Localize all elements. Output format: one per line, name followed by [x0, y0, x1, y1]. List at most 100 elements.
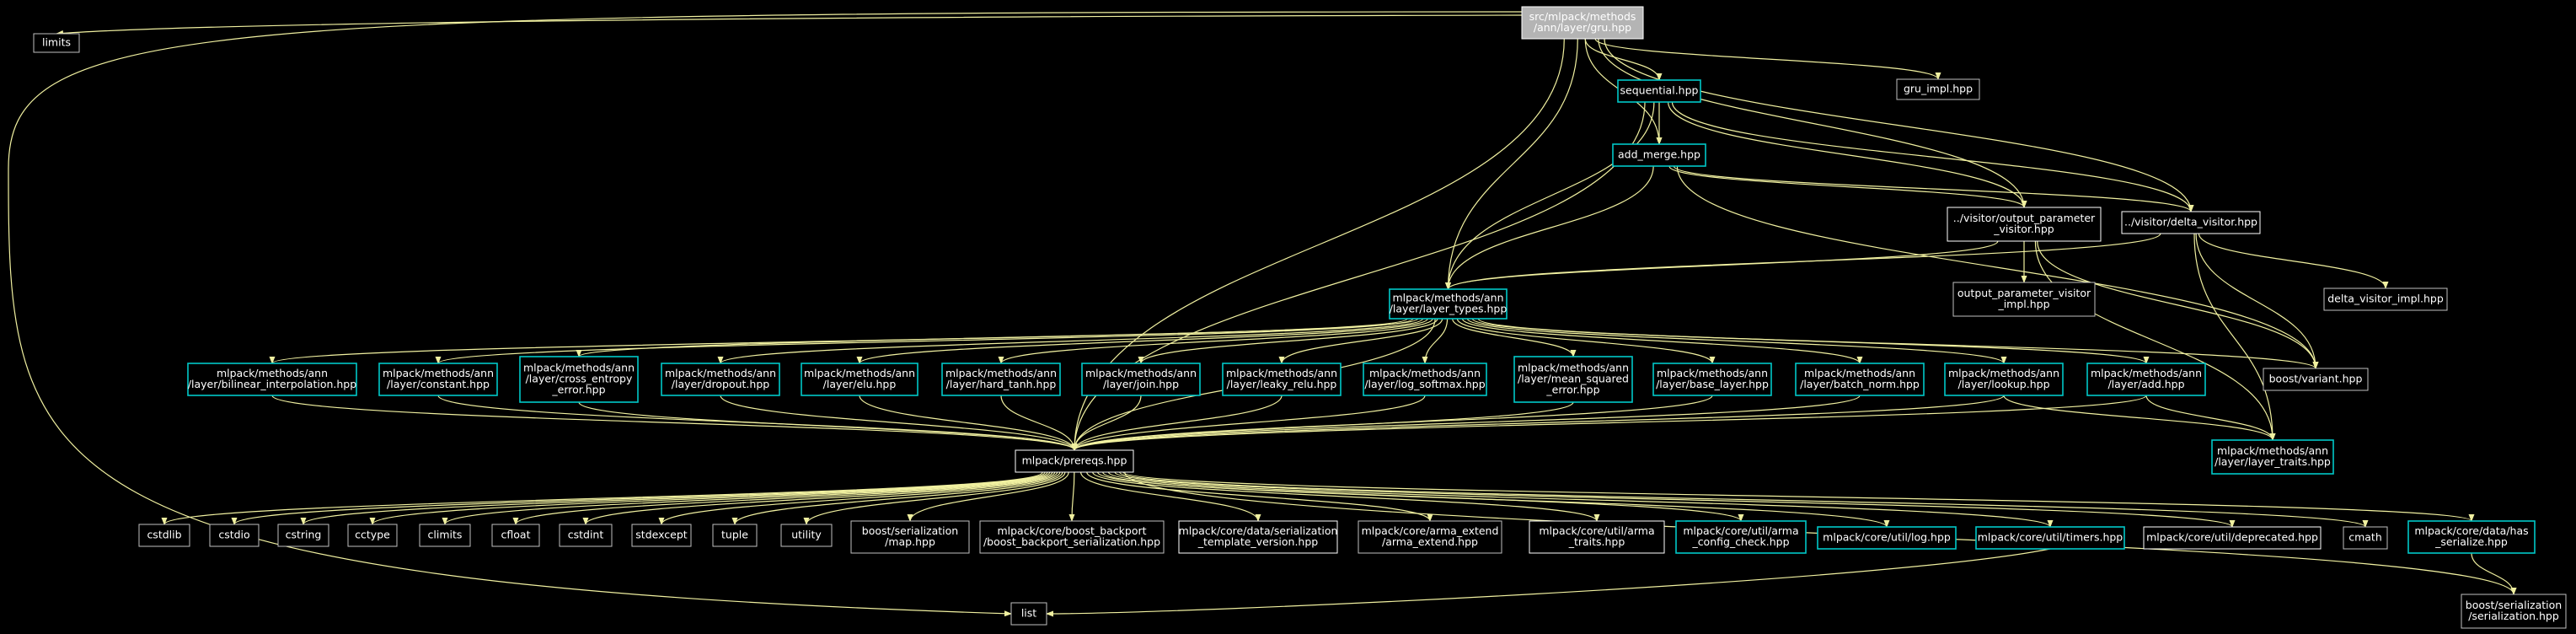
- node-tuple[interactable]: tuple: [712, 524, 758, 547]
- edge-prereqs-to-deprecated: [1114, 471, 2236, 528]
- node-arma_ext[interactable]: mlpack/core/arma_extend/arma_extend.hpp: [1358, 520, 1502, 554]
- node-variant[interactable]: boost/variant.hpp: [2263, 368, 2369, 391]
- edge-layer_types-to-hardtanh: [998, 318, 1433, 364]
- edge-prereqs-to-has_serialize: [1122, 471, 2475, 522]
- edge-prereqs-to-tuple: [731, 471, 1063, 525]
- node-label-baselayer-1: /layer/base_layer.hpp: [1656, 378, 1769, 390]
- node-label-prereqs-0: mlpack/prereqs.hpp: [1022, 454, 1127, 467]
- node-map[interactable]: boost/serialization/map.hpp: [850, 520, 970, 554]
- node-deprecated[interactable]: mlpack/core/util/deprecated.hpp: [2143, 526, 2322, 550]
- node-cctype[interactable]: cctype: [347, 524, 398, 547]
- node-label-limits-0: limits: [42, 36, 71, 49]
- edge-outparam-to-layer_traits: [2034, 240, 2276, 441]
- node-utility[interactable]: utility: [780, 524, 833, 547]
- edge-join-to-prereqs: [1071, 395, 1142, 451]
- node-label-layer_types-0: mlpack/methods/ann: [1392, 292, 1503, 304]
- node-serialization[interactable]: boost/serialization/serialization.hpp: [2461, 594, 2567, 629]
- node-gru[interactable]: src/mlpack/methods/ann/layer/gru.hpp: [1521, 6, 1644, 40]
- node-label-arma_config-1: _config_check.hpp: [1691, 535, 1789, 548]
- node-cstring[interactable]: cstring: [277, 524, 329, 547]
- node-climits[interactable]: climits: [419, 524, 471, 547]
- node-outparam[interactable]: ../visitor/output_parameter_visitor.hpp: [1947, 207, 2102, 242]
- node-box-cfloat: [491, 524, 540, 547]
- node-label-has_serialize-0: mlpack/core/data/has: [2414, 524, 2528, 537]
- edge-gru-to-layer_types: [1445, 38, 1578, 290]
- node-delta[interactable]: ../visitor/delta_visitor.hpp: [2121, 211, 2261, 234]
- node-cstdint[interactable]: cstdint: [559, 524, 613, 547]
- node-serial_tmpl[interactable]: mlpack/core/data/serialization_template_…: [1178, 520, 1338, 554]
- node-cstdlib[interactable]: cstdlib: [138, 524, 190, 547]
- edge-layer_types-to-logsoftmax: [1422, 318, 1449, 364]
- node-sequential[interactable]: sequential.hpp: [1617, 79, 1701, 103]
- edge-gru-to-list: [8, 11, 1523, 617]
- node-join[interactable]: mlpack/methods/ann/layer/join.hpp: [1081, 363, 1201, 396]
- node-elu[interactable]: mlpack/methods/ann/layer/elu.hpp: [801, 363, 918, 396]
- edge-layer_types-to-cross: [576, 318, 1419, 357]
- node-label-backport-1: /boost_backport_serialization.hpp: [983, 535, 1160, 548]
- node-list[interactable]: list: [1010, 602, 1047, 626]
- node-label-leaky-0: mlpack/methods/ann: [1226, 367, 1337, 379]
- node-box-add: [2086, 363, 2206, 396]
- node-add_merge[interactable]: add_merge.hpp: [1612, 143, 1706, 167]
- node-label-sequential-0: sequential.hpp: [1620, 84, 1699, 97]
- node-box-hardtanh: [941, 363, 1061, 396]
- node-outparam_impl[interactable]: output_parameter_visitor_impl.hpp: [1952, 282, 2096, 317]
- node-dropout[interactable]: mlpack/methods/ann/layer/dropout.hpp: [661, 363, 780, 396]
- node-baselayer[interactable]: mlpack/methods/ann/layer/base_layer.hpp: [1652, 363, 1772, 396]
- edge-layer_types-to-mse: [1452, 318, 1577, 357]
- edge-prereqs-to-arma_traits: [1092, 471, 1600, 522]
- node-gru_impl[interactable]: gru_impl.hpp: [1896, 78, 1980, 100]
- edge-prereqs-to-serial_tmpl: [1080, 471, 1261, 522]
- node-arma_traits[interactable]: mlpack/core/util/arma_traits.hpp: [1529, 520, 1665, 554]
- node-batchnorm[interactable]: mlpack/methods/ann/layer/batch_norm.hpp: [1795, 363, 1925, 396]
- node-cstdio[interactable]: cstdio: [209, 524, 260, 547]
- node-label-cstring-0: cstring: [286, 529, 322, 541]
- node-stdexcept[interactable]: stdexcept: [631, 524, 692, 547]
- node-box-list: [1010, 602, 1047, 626]
- node-label-add_merge-0: add_merge.hpp: [1618, 148, 1700, 161]
- edge-add-to-layer_traits: [2145, 395, 2276, 441]
- node-prereqs[interactable]: mlpack/prereqs.hpp: [1015, 449, 1134, 473]
- node-label-serialization-0: boost/serialization: [2466, 599, 2562, 611]
- node-label-batchnorm-0: mlpack/methods/ann: [1804, 367, 1915, 379]
- node-label-arma_ext-0: mlpack/core/arma_extend: [1362, 524, 1499, 537]
- node-layer_types[interactable]: mlpack/methods/ann/layer/layer_types.hpp: [1389, 288, 1508, 320]
- node-cfloat[interactable]: cfloat: [491, 524, 540, 547]
- edge-gru-to-sequential: [1584, 38, 1663, 81]
- node-cross[interactable]: mlpack/methods/ann/layer/cross_entropy_e…: [519, 356, 639, 403]
- node-label-layer_traits-0: mlpack/methods/ann: [2217, 444, 2328, 457]
- node-box-log: [1817, 526, 1957, 550]
- node-bilinear[interactable]: mlpack/methods/ann/layer/bilinear_interp…: [187, 363, 357, 396]
- node-backport[interactable]: mlpack/core/boost_backport/boost_backpor…: [979, 520, 1165, 554]
- node-box-constant: [378, 363, 498, 396]
- node-label-outparam_impl-1: _impl.hpp: [1997, 298, 2049, 310]
- node-hardtanh[interactable]: mlpack/methods/ann/layer/hard_tanh.hpp: [941, 363, 1061, 396]
- node-constant[interactable]: mlpack/methods/ann/layer/constant.hpp: [378, 363, 498, 396]
- node-box-limits: [33, 33, 80, 53]
- node-log[interactable]: mlpack/core/util/log.hpp: [1817, 526, 1957, 550]
- node-arma_config[interactable]: mlpack/core/util/arma_config_check.hpp: [1675, 520, 1807, 554]
- node-layer_traits[interactable]: mlpack/methods/ann/layer/layer_traits.hp…: [2211, 439, 2334, 475]
- node-limits[interactable]: limits: [33, 33, 80, 53]
- node-lookup[interactable]: mlpack/methods/ann/layer/lookup.hpp: [1944, 363, 2064, 396]
- node-label-cstdio-0: cstdio: [218, 529, 249, 541]
- edge-add_merge-to-layer_types: [1445, 165, 1654, 290]
- node-leaky[interactable]: mlpack/methods/ann/layer/leaky_relu.hpp: [1222, 363, 1342, 396]
- node-box-cmath: [2343, 526, 2388, 550]
- edge-prereqs-to-cstdio: [231, 471, 1046, 525]
- node-timers[interactable]: mlpack/core/util/timers.hpp: [1975, 526, 2125, 550]
- node-box-cctype: [347, 524, 398, 547]
- node-cmath[interactable]: cmath: [2343, 526, 2388, 550]
- node-label-hardtanh-1: /layer/hard_tanh.hpp: [946, 378, 1057, 390]
- node-mse[interactable]: mlpack/methods/ann/layer/mean_squared_er…: [1513, 356, 1633, 403]
- node-box-outparam: [1947, 207, 2102, 242]
- node-add[interactable]: mlpack/methods/ann/layer/add.hpp: [2086, 363, 2206, 396]
- node-label-join-1: /layer/join.hpp: [1103, 378, 1179, 390]
- node-label-logsoftmax-0: mlpack/methods/ann: [1369, 367, 1481, 379]
- node-label-delta-0: ../visitor/delta_visitor.hpp: [2124, 216, 2257, 228]
- node-logsoftmax[interactable]: mlpack/methods/ann/layer/log_softmax.hpp: [1363, 363, 1487, 396]
- node-has_serialize[interactable]: mlpack/core/data/has_serialize.hpp: [2407, 520, 2536, 554]
- node-label-join-0: mlpack/methods/ann: [1085, 367, 1197, 379]
- node-delta_impl[interactable]: delta_visitor_impl.hpp: [2323, 287, 2448, 311]
